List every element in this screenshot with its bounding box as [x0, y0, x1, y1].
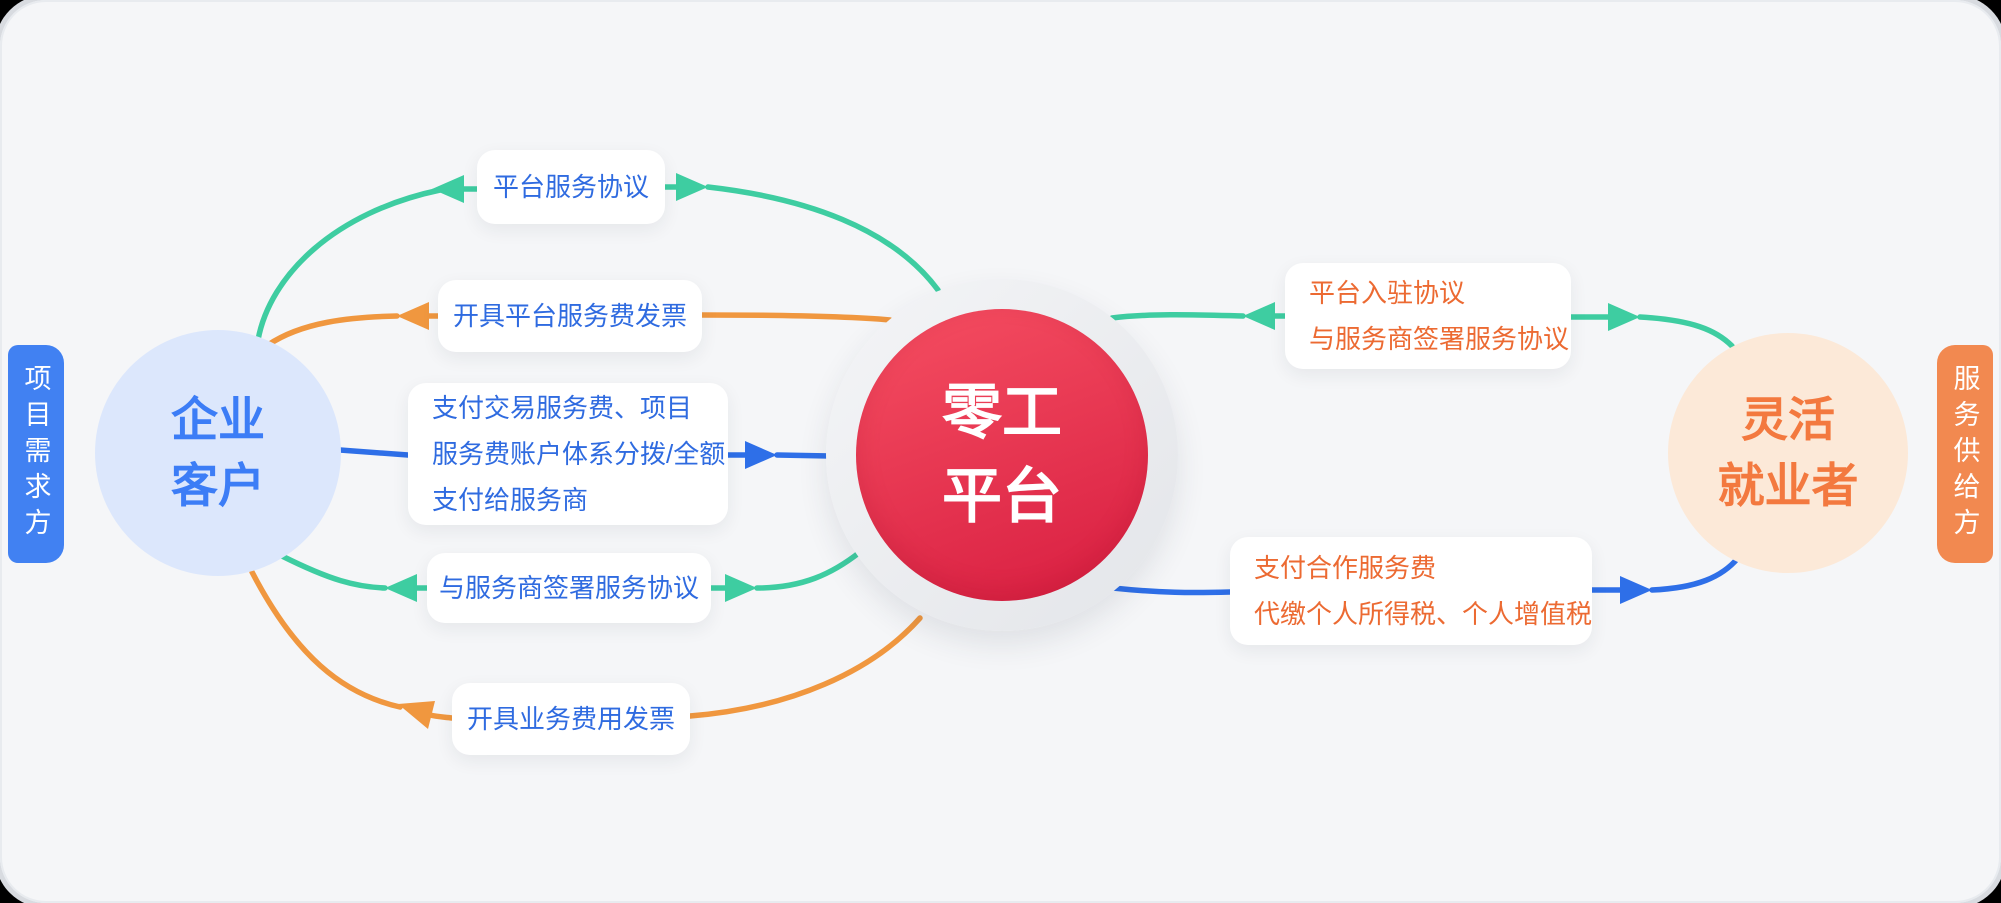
arrowhead-right-icon — [1608, 303, 1640, 331]
node-enterprise-line1: 企业 — [171, 393, 265, 446]
edge-label-pay-transaction-fee: 支付交易服务费、项目 服务费账户体系分拨/全额 支付给服务商 — [408, 383, 728, 525]
node-worker-line2: 就业者 — [1717, 459, 1859, 512]
wire-pay-transaction-right — [774, 452, 833, 459]
wire-platform-fee-invoice-right — [699, 312, 893, 323]
wire-platform-service-agreement-right — [705, 184, 941, 293]
node-flexible-worker: 灵活 就业者 — [1668, 333, 1908, 573]
arrowhead-left-icon — [385, 574, 417, 602]
wire-business-invoice-left — [249, 569, 403, 710]
right-side-tab: 服务供给方 — [1937, 345, 1993, 563]
node-platform-line1: 零工 — [942, 379, 1062, 446]
edge-label-platform-service-agreement: 平台服务协议 — [477, 150, 665, 224]
edge-label-pay-cooperation-fee: 支付合作服务费 代缴个人所得税、个人增值税 — [1230, 537, 1592, 645]
wire-sign-agreement-left — [279, 553, 388, 591]
node-gig-platform: 零工 平台 — [856, 309, 1148, 601]
node-enterprise-customer: 企业 客户 — [95, 330, 341, 576]
wire-sign-agreement-right — [754, 549, 863, 591]
arrowhead-right-icon — [676, 173, 708, 201]
edge-label-sign-service-agreement: 与服务商签署服务协议 — [427, 553, 711, 623]
wire-platform-service-agreement-left — [255, 187, 443, 343]
wire-platform-fee-invoice-left — [265, 313, 400, 348]
wire-entry-agreement-left — [1109, 312, 1246, 321]
wire-entry-agreement-right — [1637, 314, 1735, 349]
left-side-tab: 项目需求方 — [8, 345, 64, 563]
arrowhead-left-icon — [432, 175, 464, 203]
arrowhead-right-icon — [725, 574, 757, 602]
edge-label-business-expense-invoice: 开具业务费用发票 — [452, 683, 690, 755]
wire-pay-cooperation-right — [1649, 555, 1741, 593]
left-side-tab-label: 项目需求方 — [20, 364, 51, 544]
wire-pay-transaction-left — [337, 447, 411, 458]
wire-business-invoice-right — [687, 615, 923, 719]
node-enterprise-line2: 客户 — [171, 459, 265, 512]
arrowhead-right-icon — [1620, 576, 1652, 604]
edge-label-platform-entry-agreement: 平台入驻协议 与服务商签署服务协议 — [1285, 263, 1571, 369]
wire-stub — [427, 712, 455, 721]
arrowhead-right-icon — [745, 441, 777, 469]
node-worker-line1: 灵活 — [1741, 393, 1835, 446]
edge-label-platform-fee-invoice: 开具平台服务费发票 — [438, 280, 702, 352]
wire-pay-cooperation-left — [1110, 585, 1233, 596]
right-side-tab-label: 服务供给方 — [1949, 364, 1980, 544]
node-platform-line2: 平台 — [942, 463, 1062, 530]
arrowhead-left-icon — [1243, 302, 1275, 330]
arrowhead-left-icon — [397, 302, 429, 330]
arrowhead-left-icon — [398, 701, 435, 729]
